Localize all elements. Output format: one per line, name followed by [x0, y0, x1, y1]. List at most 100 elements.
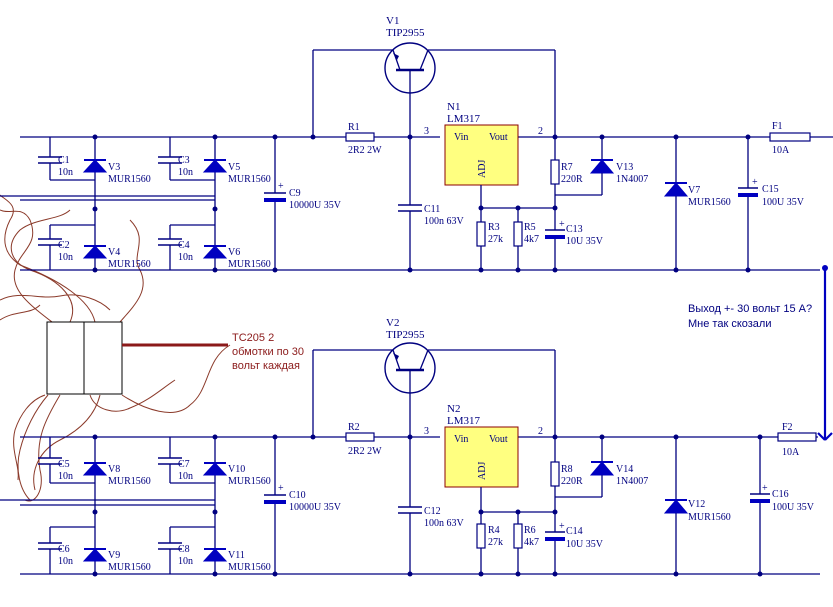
- f2-val: 10A: [782, 447, 800, 458]
- r4-val: 27k: [488, 537, 503, 548]
- diode-v10: [202, 462, 228, 476]
- r7-ref: R7: [561, 162, 573, 173]
- transformer-wires: [0, 194, 231, 502]
- c3-val: 10n: [178, 167, 193, 178]
- f1-val: 10A: [772, 145, 790, 156]
- c2-ref: C2: [58, 240, 70, 251]
- c5-val: 10n: [58, 471, 73, 482]
- n1-vin: Vin: [454, 132, 468, 143]
- r5-ref: R5: [524, 222, 536, 233]
- c2-val: 10n: [58, 252, 73, 263]
- n1-adj: ADJ: [477, 160, 488, 178]
- diode-v6: [202, 245, 228, 259]
- resistor-r8: [550, 461, 560, 487]
- v2-ref: V2: [386, 317, 399, 329]
- v13-ref: V13: [616, 162, 633, 173]
- diode-v8: [82, 462, 108, 476]
- v7-part: MUR1560: [688, 197, 731, 208]
- bottom-regulator-section: C5 10n V8 MUR1560 C7 10n V10 MUR1560 C6 …: [0, 317, 820, 577]
- c13-val: 10U 35V: [566, 236, 604, 247]
- transformer: TC205 2 обмотки по 30 вольт каждая: [46, 321, 304, 395]
- diode-v7: [663, 182, 689, 197]
- v3-part: MUR1560: [108, 174, 151, 185]
- v10-ref: V10: [228, 464, 245, 475]
- c7-ref: C7: [178, 459, 190, 470]
- c16-ref: C16: [772, 489, 789, 500]
- v1-part: TIP2955: [386, 27, 425, 39]
- n1-ref: N1: [447, 101, 460, 113]
- c12-ref: C12: [424, 506, 441, 517]
- v13-part: 1N4007: [616, 174, 648, 185]
- diode-v3: [82, 159, 108, 173]
- v10-part: MUR1560: [228, 476, 271, 487]
- top-regulator-section: C1 10n V3 MUR1560 C3 10n V5 MUR1560 C2 1…: [0, 15, 833, 273]
- c7-val: 10n: [178, 471, 193, 482]
- f1-ref: F1: [772, 121, 783, 132]
- r7-val: 220R: [561, 174, 583, 185]
- n1-pin3: 3: [424, 126, 429, 137]
- v11-part: MUR1560: [228, 562, 271, 573]
- v14-part: 1N4007: [616, 476, 648, 487]
- c9-ref: C9: [289, 188, 301, 199]
- resistor-r2: [345, 432, 375, 442]
- regulator-n1: [444, 124, 519, 186]
- c4-ref: C4: [178, 240, 190, 251]
- v14-ref: V14: [616, 464, 633, 475]
- n1-vout: Vout: [489, 132, 508, 143]
- diode-v11: [202, 548, 228, 562]
- c6-ref: C6: [58, 544, 70, 555]
- r8-ref: R8: [561, 464, 573, 475]
- diode-v5: [202, 159, 228, 173]
- diode-v12: [663, 499, 689, 514]
- fuse-f2: [777, 432, 817, 442]
- r6-ref: R6: [524, 525, 536, 536]
- r1-ref: R1: [348, 122, 360, 133]
- n2-adj: ADJ: [477, 462, 488, 480]
- diode-v13: [589, 159, 615, 174]
- transformer-label-3: вольт каждая: [232, 360, 300, 372]
- c12-val: 100n 63V: [424, 518, 465, 529]
- r1-val: 2R2 2W: [348, 145, 382, 156]
- r3-ref: R3: [488, 222, 500, 233]
- v3-ref: V3: [108, 162, 120, 173]
- v12-ref: V12: [688, 499, 705, 510]
- v1-ref: V1: [386, 15, 399, 27]
- regulator-n2: [444, 426, 519, 488]
- r3-val: 27k: [488, 234, 503, 245]
- v5-part: MUR1560: [228, 174, 271, 185]
- r2-val: 2R2 2W: [348, 446, 382, 457]
- n2-vout: Vout: [489, 434, 508, 445]
- c8-ref: C8: [178, 544, 190, 555]
- diode-v14: [589, 461, 615, 476]
- resistor-r4: [476, 523, 486, 549]
- svg-text:+: +: [559, 521, 565, 532]
- n2-ref: N2: [447, 403, 460, 415]
- c10-val: 10000U 35V: [289, 502, 342, 513]
- c10-ref: C10: [289, 490, 306, 501]
- v12-part: MUR1560: [688, 512, 731, 523]
- r2-ref: R2: [348, 422, 360, 433]
- r6-val: 4k7: [524, 537, 539, 548]
- r8-val: 220R: [561, 476, 583, 487]
- diode-v4: [82, 245, 108, 259]
- c8-val: 10n: [178, 556, 193, 567]
- resistor-r1: [345, 132, 375, 142]
- c15-val: 100U 35V: [762, 197, 805, 208]
- n1-pin2: 2: [538, 126, 543, 137]
- output-note-1: Выход +- 30 вольт 15 А?: [688, 303, 812, 315]
- c5-ref: C5: [58, 459, 70, 470]
- c14-ref: C14: [566, 526, 583, 537]
- v7-ref: V7: [688, 185, 700, 196]
- svg-text:+: +: [278, 483, 284, 494]
- v11-ref: V11: [228, 550, 245, 561]
- v4-ref: V4: [108, 247, 120, 258]
- n2-vin: Vin: [454, 434, 468, 445]
- svg-text:+: +: [762, 483, 768, 494]
- n2-pin3: 3: [424, 426, 429, 437]
- c4-val: 10n: [178, 252, 193, 263]
- v8-part: MUR1560: [108, 476, 151, 487]
- c15-ref: C15: [762, 184, 779, 195]
- svg-text:+: +: [559, 219, 565, 230]
- resistor-r5: [513, 221, 523, 247]
